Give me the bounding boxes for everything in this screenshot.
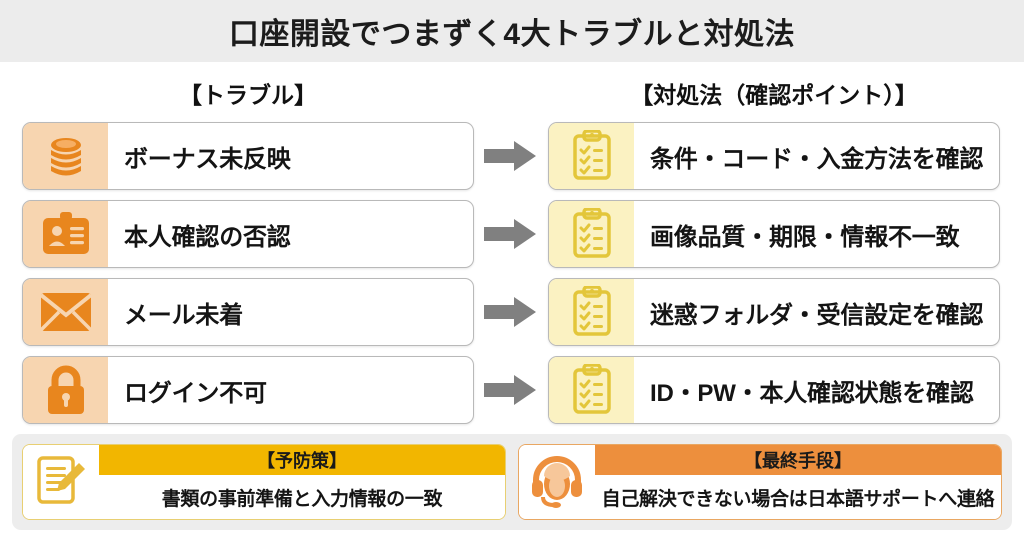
prevention-text: 書類の事前準備と入力情報の一致 bbox=[99, 475, 505, 519]
lock-icon bbox=[23, 357, 108, 423]
solution-label: 条件・コード・入金方法を確認 bbox=[650, 145, 984, 173]
envelope-icon bbox=[23, 279, 108, 345]
solution-card[interactable]: 迷惑フォルダ・受信設定を確認 bbox=[548, 278, 1000, 346]
prevention-body: 【予防策】 書類の事前準備と入力情報の一致 bbox=[99, 445, 505, 519]
id-card-icon bbox=[23, 201, 108, 267]
trouble-label: ログイン不可 bbox=[124, 379, 267, 407]
footer-container: 【予防策】 書類の事前準備と入力情報の一致 【最終手段】 自己 bbox=[12, 434, 1012, 530]
prevention-panel[interactable]: 【予防策】 書類の事前準備と入力情報の一致 bbox=[22, 444, 506, 520]
title-band: 口座開設でつまずく4大トラブルと対処法 bbox=[0, 0, 1024, 62]
trouble-card[interactable]: ログイン不可 bbox=[22, 356, 474, 424]
solution-card[interactable]: 条件・コード・入金方法を確認 bbox=[548, 122, 1000, 190]
arrow-right-icon bbox=[484, 219, 536, 249]
arrow-right-icon bbox=[484, 141, 536, 171]
arrow-right-icon bbox=[484, 375, 536, 405]
solution-card[interactable]: 画像品質・期限・情報不一致 bbox=[548, 200, 1000, 268]
clipboard-checklist-icon bbox=[549, 357, 634, 423]
support-heading: 【最終手段】 bbox=[595, 445, 1001, 475]
support-panel[interactable]: 【最終手段】 自己解決できない場合は日本語サポートへ連絡 bbox=[518, 444, 1002, 520]
trouble-label: メール未着 bbox=[124, 301, 243, 329]
trouble-label: 本人確認の否認 bbox=[124, 223, 291, 251]
solution-label: 画像品質・期限・情報不一致 bbox=[650, 223, 960, 251]
trouble-card[interactable]: 本人確認の否認 bbox=[22, 200, 474, 268]
column-heading-trouble: 【トラブル】 bbox=[179, 82, 317, 108]
coins-icon bbox=[23, 123, 108, 189]
table-row: ボーナス未反映 bbox=[0, 118, 1024, 196]
page-title: 口座開設でつまずく4大トラブルと対処法 bbox=[228, 18, 796, 51]
document-pen-icon bbox=[23, 445, 99, 519]
support-body: 【最終手段】 自己解決できない場合は日本語サポートへ連絡 bbox=[595, 445, 1001, 519]
clipboard-checklist-icon bbox=[549, 279, 634, 345]
solution-label: ID・PW・本人確認状態を確認 bbox=[650, 379, 974, 407]
rows-container: ボーナス未反映 bbox=[0, 118, 1024, 430]
solution-card[interactable]: ID・PW・本人確認状態を確認 bbox=[548, 356, 1000, 424]
table-row: ログイン不可 bbox=[0, 352, 1024, 430]
trouble-card[interactable]: メール未着 bbox=[22, 278, 474, 346]
column-heading-solution: 【対処法（確認ポイント）】 bbox=[630, 82, 918, 108]
clipboard-checklist-icon bbox=[549, 201, 634, 267]
prevention-heading: 【予防策】 bbox=[99, 445, 505, 475]
headset-support-icon bbox=[519, 445, 595, 519]
trouble-card[interactable]: ボーナス未反映 bbox=[22, 122, 474, 190]
table-row: メール未着 bbox=[0, 274, 1024, 352]
arrow-right-icon bbox=[484, 297, 536, 327]
trouble-label: ボーナス未反映 bbox=[124, 145, 291, 173]
solution-label: 迷惑フォルダ・受信設定を確認 bbox=[650, 301, 984, 329]
table-row: 本人確認の否認 bbox=[0, 196, 1024, 274]
clipboard-checklist-icon bbox=[549, 123, 634, 189]
support-text: 自己解決できない場合は日本語サポートへ連絡 bbox=[595, 475, 1001, 519]
